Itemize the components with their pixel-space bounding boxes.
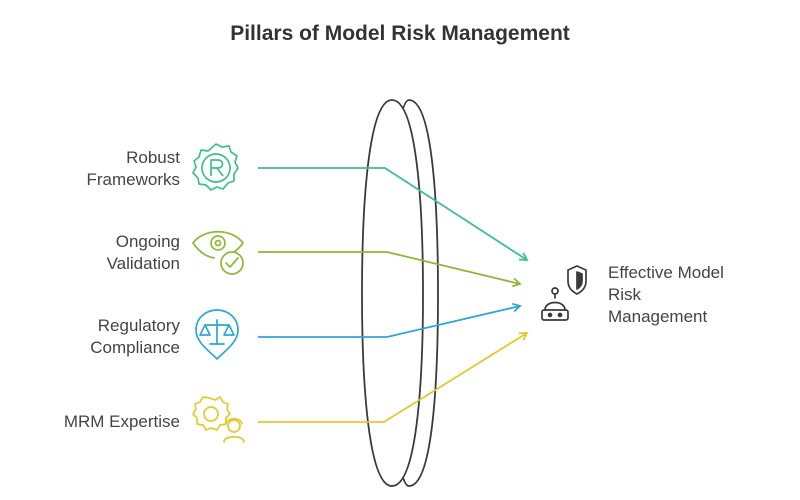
connector-regulatory-compliance (258, 302, 522, 338)
scale-pin-icon (195, 309, 239, 360)
connector-mrm-expertise (258, 332, 529, 423)
diagram-title: Pillars of Model Risk Management (230, 22, 570, 45)
gear-r-icon (192, 143, 239, 191)
connector-robust-frameworks (258, 167, 529, 261)
label-mrm-expertise: MRM Expertise (63, 412, 180, 431)
lens (361, 99, 439, 487)
connector-ongoing-validation (258, 251, 522, 288)
gears-person-icon (192, 396, 245, 443)
eye-check-icon (192, 231, 244, 275)
robot-shield-icon (541, 265, 587, 321)
